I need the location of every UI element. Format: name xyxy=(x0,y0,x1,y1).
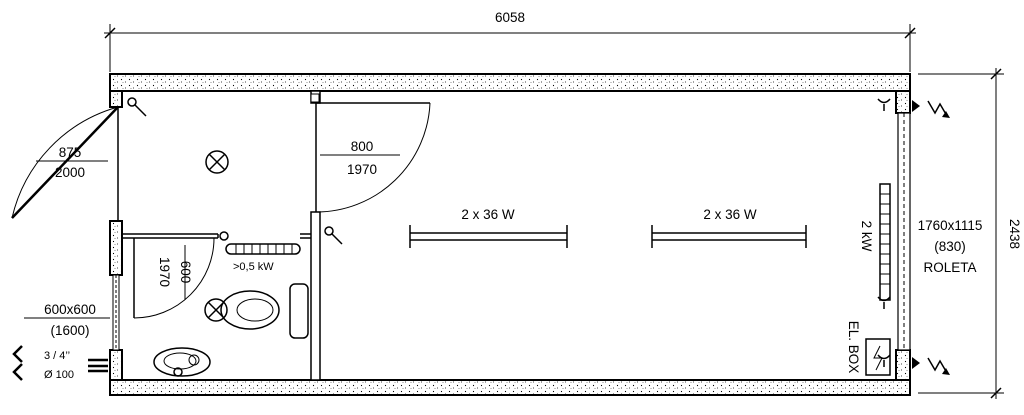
power-connection-icon xyxy=(912,357,950,375)
water-inlet-label: 3 / 4’’ xyxy=(44,350,70,362)
room-heater-power: 2 kW xyxy=(859,221,874,252)
exterior-walls xyxy=(109,73,911,396)
main-window-sill: (830) xyxy=(934,239,966,254)
main-window-size: 1760x1115 xyxy=(918,218,983,233)
wc-window-sill: (1600) xyxy=(50,323,89,338)
interior-door-width: 800 xyxy=(351,139,374,154)
wc-heater-power: >0,5 kW xyxy=(233,261,274,273)
overall-width-dimension: 2438 xyxy=(918,68,1022,399)
ceiling-light-icon xyxy=(205,150,229,174)
wc-heater: >0,5 kW xyxy=(225,243,301,273)
toilet-icon xyxy=(220,283,309,339)
wc-door-height: 1970 xyxy=(157,257,172,287)
socket-icon xyxy=(877,354,891,367)
wc-light-icon xyxy=(204,298,228,322)
drain-label: Ø 100 xyxy=(44,369,74,381)
wc-window-size: 600x600 xyxy=(44,302,96,317)
socket-icon xyxy=(877,296,891,309)
plumbing-connections: 3 / 4’’ Ø 100 xyxy=(12,345,108,381)
interior-door-height: 1970 xyxy=(347,162,377,177)
interior-door: 800 1970 xyxy=(310,93,431,245)
power-connection-icon xyxy=(912,100,950,118)
overall-length-label: 6058 xyxy=(495,10,525,25)
roller-shutter-label: ROLETA xyxy=(923,260,976,275)
fluorescent-light-2: 2 x 36 W xyxy=(651,207,807,248)
fluorescent-light-1: 2 x 36 W xyxy=(409,207,568,248)
interior-partitions xyxy=(122,90,321,381)
electrical-box-label: EL. BOX xyxy=(846,321,861,374)
entrance-door-width: 875 xyxy=(59,145,82,160)
main-window: 1760x1115 (830) ROLETA xyxy=(897,112,983,351)
entrance-door: 875 2000 xyxy=(11,97,147,221)
washbasin-icon xyxy=(153,347,211,377)
socket-icon xyxy=(877,98,891,111)
wc-door-width: 600 xyxy=(178,261,193,284)
overall-width-label: 2438 xyxy=(1007,219,1022,249)
light-1-power: 2 x 36 W xyxy=(461,207,515,222)
entrance-door-height: 2000 xyxy=(55,165,85,180)
wc-door: 600 1970 xyxy=(133,231,229,319)
overall-length-dimension: 6058 xyxy=(104,10,916,72)
room-heater: 2 kW xyxy=(859,183,891,301)
light-2-power: 2 x 36 W xyxy=(703,207,757,222)
wc-window: 600x600 (1600) xyxy=(24,274,120,351)
electrical-box: EL. BOX xyxy=(846,321,891,376)
